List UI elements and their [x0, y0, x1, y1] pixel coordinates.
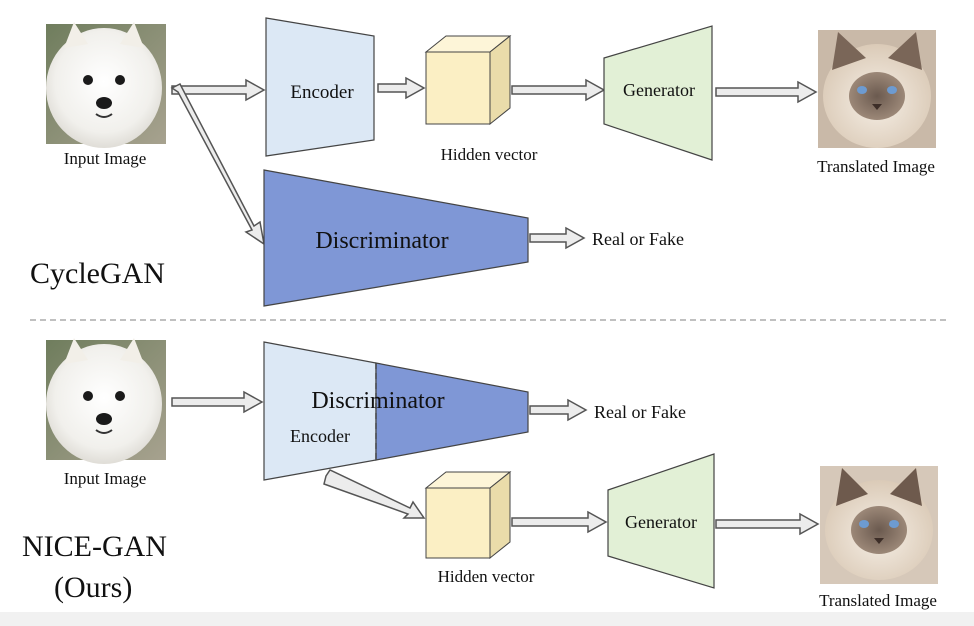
nicegan-hidden-label: Hidden vector — [438, 567, 535, 586]
nicegan-discriminator-label: Discriminator — [311, 388, 444, 414]
nicegan-arrow-generator-to-output — [715, 512, 820, 536]
nicegan-input-image — [46, 338, 166, 464]
nicegan-title: NICE-GAN — [22, 530, 167, 563]
nicegan-arrow-discriminator-to-output — [529, 398, 588, 422]
nicegan-subtitle: (Ours) — [54, 571, 132, 604]
cyclegan-output-label: Translated Image — [817, 157, 935, 176]
nicegan-input-label: Input Image — [64, 469, 147, 488]
cyclegan-arrow-input-to-discriminator — [170, 82, 266, 246]
nicegan-discriminator-block — [263, 341, 529, 481]
nicegan-real-fake-label: Real or Fake — [594, 402, 686, 422]
cyclegan-input-label: Input Image — [64, 149, 147, 168]
cyclegan-discriminator-label: Discriminator — [315, 228, 448, 254]
nicegan-output-label: Translated Image — [819, 591, 937, 610]
cyclegan-arrow-hidden-to-generator — [511, 78, 606, 102]
nicegan-arrow-encoder-to-hidden — [323, 469, 426, 519]
cyclegan-output-image — [818, 30, 936, 148]
nicegan-output-image — [820, 466, 938, 584]
nicegan-hidden-vector-cube — [424, 470, 512, 560]
cyclegan-arrow-generator-to-output — [715, 80, 818, 104]
cyclegan-input-image — [46, 22, 166, 148]
nicegan-arrow-hidden-to-generator — [511, 510, 608, 534]
bottom-strip — [0, 612, 974, 626]
cyclegan-hidden-label: Hidden vector — [441, 145, 538, 164]
cyclegan-generator-label: Generator — [623, 80, 695, 100]
nicegan-generator-label: Generator — [625, 512, 697, 532]
cyclegan-generator-block — [603, 25, 713, 161]
cyclegan-arrow-encoder-to-hidden — [377, 76, 426, 100]
cyclegan-hidden-vector-cube — [424, 34, 512, 126]
cyclegan-title: CycleGAN — [30, 257, 165, 290]
cyclegan-arrow-discriminator-to-output — [529, 226, 586, 250]
nicegan-encoder-label: Encoder — [290, 426, 350, 446]
nicegan-generator-block — [607, 453, 715, 589]
cyclegan-encoder-block — [265, 17, 375, 157]
cyclegan-discriminator-block — [263, 169, 529, 307]
cyclegan-real-fake-label: Real or Fake — [592, 229, 684, 249]
nicegan-arrow-input-to-discriminator — [171, 390, 264, 414]
cyclegan-encoder-label: Encoder — [290, 82, 354, 103]
